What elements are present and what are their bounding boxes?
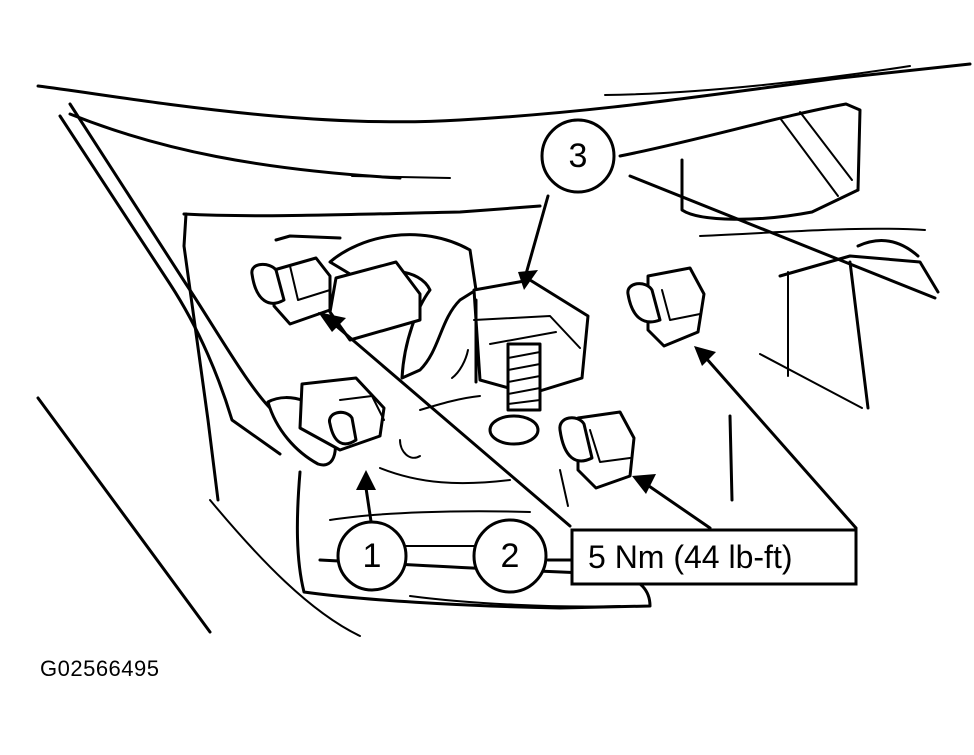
callout-1-label: 1 xyxy=(363,537,382,575)
leader-line-torque-mid xyxy=(644,482,712,530)
callout-1: 1 xyxy=(336,520,408,592)
callout-3: 3 xyxy=(540,118,616,194)
arrowhead-torque-left xyxy=(318,312,346,332)
leader-line-torque-left xyxy=(332,322,572,528)
leader-line-torque-right xyxy=(704,356,858,530)
arrowhead-1 xyxy=(356,470,376,490)
arrowhead-torque-right xyxy=(694,346,716,366)
arrowhead-3 xyxy=(518,270,538,290)
arrowhead-torque-mid xyxy=(632,474,656,494)
torque-spec-box: 5 Nm (44 lb-ft) xyxy=(570,528,858,586)
figure-id: G02566495 xyxy=(40,656,160,681)
callout-3-label: 3 xyxy=(569,137,588,175)
callout-2: 2 xyxy=(472,518,548,594)
callout-2-label: 2 xyxy=(501,537,520,575)
torque-spec-label: 5 Nm (44 lb-ft) xyxy=(588,539,792,575)
leader-line-3 xyxy=(524,194,550,276)
